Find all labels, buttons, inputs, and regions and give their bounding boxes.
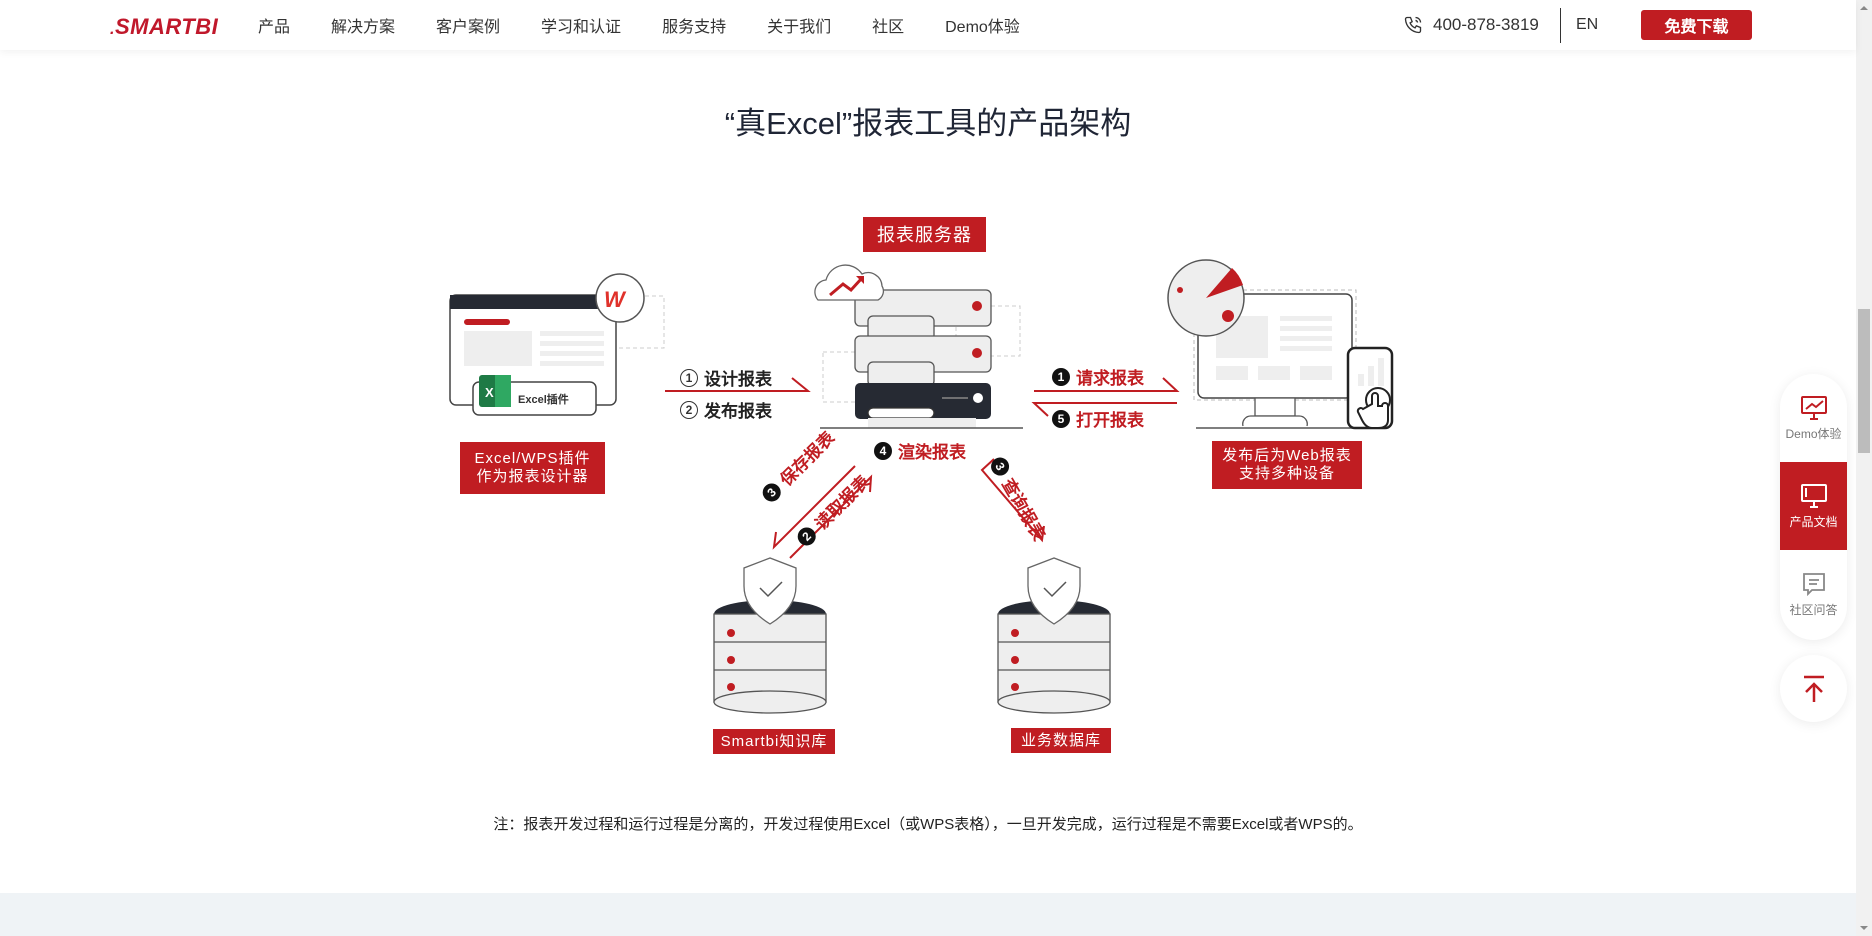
back-to-top-button[interactable] [1780,655,1847,722]
float-item-label: 产品文档 [1789,514,1838,529]
language-switch[interactable]: EN [1576,16,1599,33]
nav-item-community[interactable]: 社区 [872,19,905,36]
report-server-icon [814,264,1023,429]
smartbi-logo[interactable]: .SMARTBI [110,14,219,39]
kb-label-text: Smartbi知识库 [720,732,828,750]
web-label-line2: 支持多种设备 [1238,465,1335,482]
float-item-label: 社区问答 [1789,602,1838,617]
server-label-text: 报表服务器 [877,224,972,245]
designer-label-line1: Excel/WPS插件 [474,450,591,467]
step-render: 4 渲染报表 [874,438,966,463]
arrow-up-icon [1803,675,1824,702]
float-item-docs[interactable]: 产品文档 [1780,462,1847,550]
next-section-band [0,893,1856,936]
designer-label: Excel/WPS插件 作为报表设计器 [460,442,605,494]
footnote: 注：报表开发过程和运行过程是分离的，开发过程使用Excel（或WPS表格），一旦… [493,816,1363,833]
design-publish-arrow [665,377,811,392]
step-text: 请求报表 [1076,369,1144,388]
step-number: 1 [1052,367,1070,386]
main-nav: 产品 解决方案 客户案例 学习和认证 服务支持 关于我们 社区 Demo体验 [258,0,1061,50]
designer-window-icon: X W [449,273,665,416]
float-item-label: Demo体验 [1785,426,1842,441]
nav-item-cases[interactable]: 客户案例 [436,19,501,36]
phone-contact[interactable]: 400-878-3819 [1403,15,1539,35]
float-item-demo[interactable]: Demo体验 [1780,374,1847,462]
step-number: 2 [680,400,698,419]
nav-item-demo[interactable]: Demo体验 [945,19,1020,36]
float-item-qa[interactable]: 社区问答 [1780,550,1847,638]
scroll-thumb[interactable] [1858,309,1870,453]
step-number: 4 [874,441,892,460]
step-text: 打开报表 [1076,411,1144,430]
svg-text:W: W [604,287,627,312]
step-text: 设计报表 [704,370,772,389]
nav-item-support[interactable]: 服务支持 [662,19,727,36]
svg-text:X: X [485,385,494,400]
kb-arrows [772,465,873,559]
step-request: 1 请求报表 [1052,364,1144,389]
scroll-up-arrow-icon[interactable] [1860,6,1868,10]
phone-number: 400-878-3819 [1433,15,1539,34]
nav-item-solutions[interactable]: 解决方案 [331,19,396,36]
step-text: 发布报表 [704,402,772,421]
header-divider [1560,8,1561,43]
section-title: “真Excel”报表工具的产品架构 [724,106,1132,141]
excel-plugin-label: Excel插件 [518,394,569,406]
step-open: 5 打开报表 [1052,406,1144,431]
step-design: 1 设计报表 [680,365,772,390]
top-navbar: .SMARTBI 产品 解决方案 客户案例 学习和认证 服务支持 关于我们 社区… [0,0,1856,50]
web-label-line1: 发布后为Web报表 [1222,447,1352,464]
nav-item-learning[interactable]: 学习和认证 [541,19,622,36]
monitor-icon [1800,483,1827,508]
scroll-down-arrow-icon[interactable] [1860,926,1868,930]
floating-sidebar: Demo体验 产品文档 社区问答 [1780,374,1847,640]
db-arrow [980,458,1045,543]
step-number: 1 [680,368,698,387]
chat-icon [1802,572,1825,596]
step-number: 5 [1052,409,1070,428]
monitor-chart-icon [1800,395,1827,420]
page-scrollbar[interactable] [1856,0,1872,936]
web-devices-icon [1167,259,1394,430]
nav-item-products[interactable]: 产品 [258,19,291,36]
free-download-button[interactable]: 免费下载 [1641,10,1752,40]
logo-text: SMARTBI [114,14,219,39]
report-server-label: 报表服务器 [863,217,986,252]
knowledge-base-label: Smartbi知识库 [713,729,835,754]
business-database-icon [997,557,1111,714]
knowledge-base-icon [713,557,827,714]
nav-item-about[interactable]: 关于我们 [767,19,832,36]
db-label-text: 业务数据库 [1020,731,1101,749]
designer-label-line2: 作为报表设计器 [476,468,589,485]
business-db-label: 业务数据库 [1011,728,1111,753]
phone-icon [1404,16,1422,34]
step-publish: 2 发布报表 [680,397,772,422]
web-report-label: 发布后为Web报表 支持多种设备 [1212,441,1362,489]
step-text: 渲染报表 [898,443,966,462]
request-open-arrows [1031,377,1180,417]
